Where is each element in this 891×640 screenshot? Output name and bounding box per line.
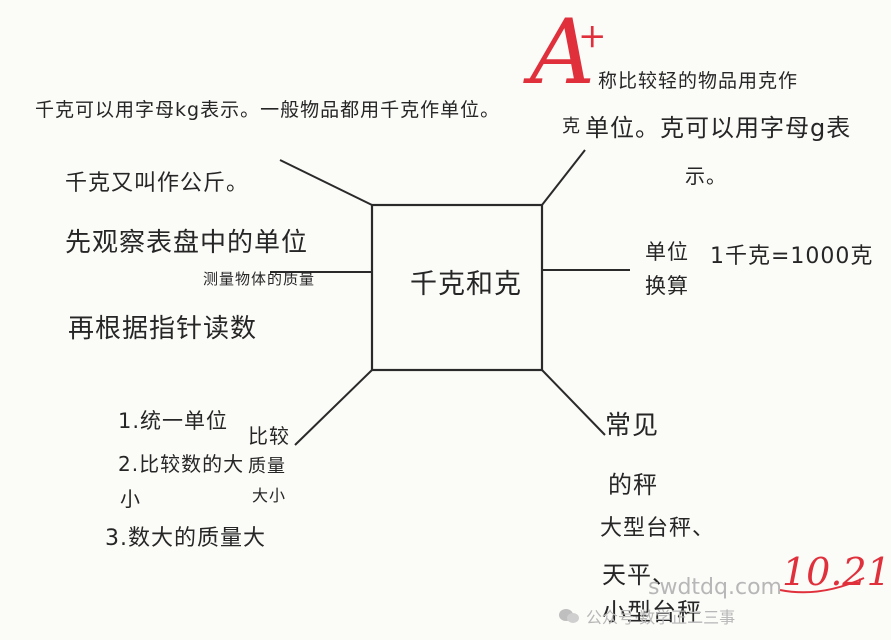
middle-left-note-side: 测量物体的质量 [203, 270, 316, 288]
branch-line-top-left [279, 159, 373, 206]
bottom-left-note-line4: 3.数大的质量大 [105, 526, 266, 551]
branch-line-bottom-left [294, 369, 373, 446]
grade-plus: + [578, 16, 607, 56]
center-box [370, 203, 544, 372]
grade-mark: A [530, 0, 595, 105]
middle-right-note-formula: 1千克=1000克 [710, 244, 874, 269]
watermark-account: 公众号·数学正二三事 [586, 608, 736, 627]
bottom-left-note-side1: 比较 [248, 424, 290, 448]
watermark: swdtdq.com 公众号·数学正二三事 [558, 575, 843, 628]
bottom-left-note-side2: 质量 [248, 456, 286, 477]
grade-number: 10.21 [782, 550, 891, 594]
top-left-note-line1: 千克可以用字母kg表示。一般物品都用千克作单位。 [35, 99, 501, 121]
grade-circle-stroke [779, 577, 865, 594]
bottom-left-note-line1: 1.统一单位 [118, 409, 229, 433]
mind-map-diagram [270, 149, 865, 594]
top-right-note-margin: 克 [562, 116, 581, 137]
branch-line-bottom-right [541, 369, 606, 436]
bottom-right-note-line1: 常见 [605, 411, 660, 441]
middle-right-note-line2: 换算 [645, 274, 689, 298]
watermark-url: swdtdq.com [648, 575, 782, 600]
wechat-icon [558, 608, 580, 624]
center-label: 千克和克 [410, 269, 522, 300]
bottom-left-note-side3: 大小 [252, 486, 287, 505]
bottom-right-note-line5: 小型台秤 [602, 598, 702, 626]
top-right-note-line3: 示。 [685, 164, 727, 188]
bottom-right-note-line4: 天平、 [602, 561, 677, 589]
worksheet-page: 千克和克 A + 10.21 千克可以用字母kg表示。一般物品都用千克作单位。 … [35, 0, 891, 628]
top-left-note-line2: 千克又叫作公斤。 [65, 171, 250, 196]
middle-left-note-line1: 先观察表盘中的单位 [65, 228, 309, 258]
top-right-note-line2: 单位。克可以用字母g表 [585, 114, 852, 142]
middle-right-note-line1: 单位 [645, 240, 689, 264]
top-right-note-line1: 称比较轻的物品用克作 [598, 70, 799, 92]
bottom-left-note-line3: 小 [120, 487, 141, 511]
bottom-right-note-line3: 大型台秤、 [600, 516, 716, 541]
bottom-left-note-line2: 2.比较数的大 [118, 452, 245, 476]
middle-left-note-line2: 再根据指针读数 [68, 314, 258, 344]
branch-line-top-right [541, 149, 586, 206]
bottom-right-note-line2: 的秤 [608, 471, 658, 499]
